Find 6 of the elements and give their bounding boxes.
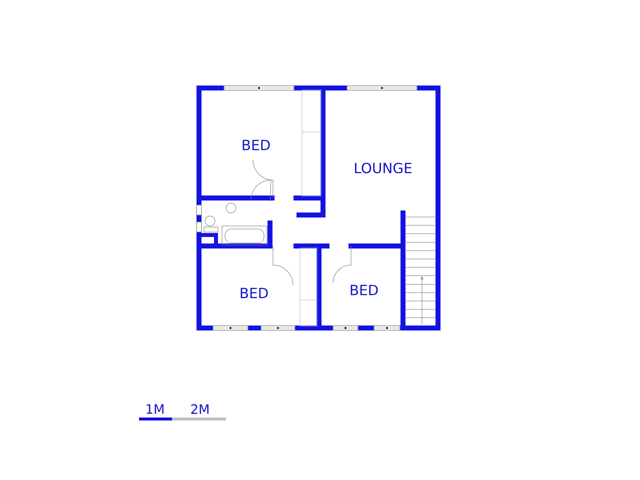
room-label: LOUNGE [355,162,412,174]
room-label: BED [350,284,378,296]
room-label: BED [240,288,268,298]
scale-label: 2M [191,404,208,414]
room-label: BED [242,140,270,150]
scale-label: 1M [146,404,164,414]
